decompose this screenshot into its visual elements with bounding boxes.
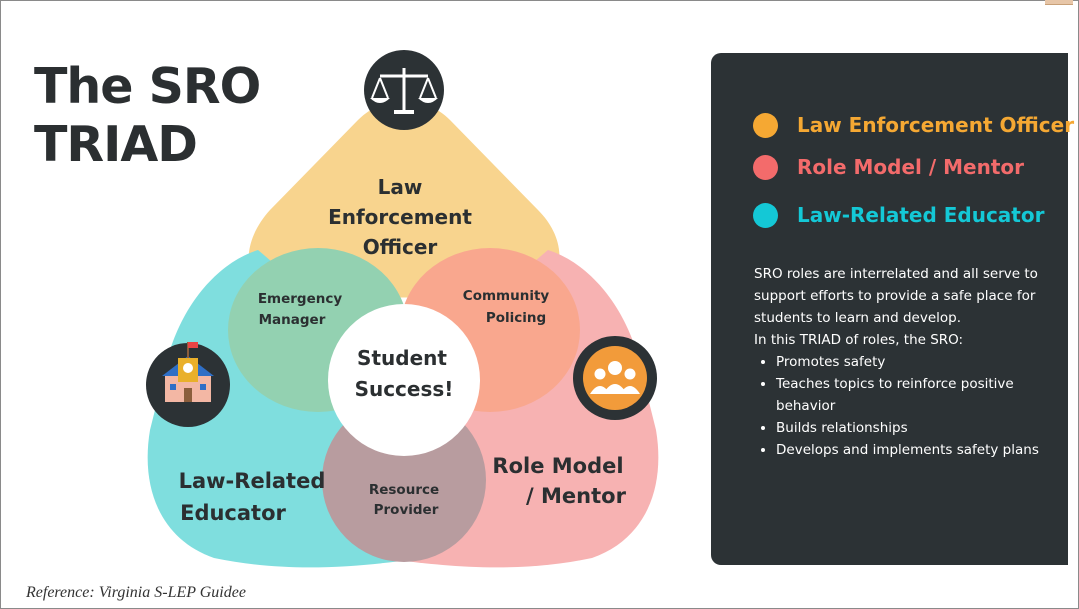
label-line: Law (378, 175, 423, 199)
center-student-success (328, 304, 480, 456)
description-lead: In this TRIAD of roles, the SRO: (754, 332, 964, 348)
label-line: Emergency (258, 291, 343, 307)
label-line: Community (463, 288, 550, 304)
label-line: / Mentor (526, 484, 627, 508)
bullet-item: Builds relationships (776, 417, 1054, 439)
label-line: Enforcement (328, 205, 472, 229)
petal-law-enforcement (248, 100, 560, 298)
label-line: Educator (180, 501, 286, 525)
label-law-enforcement-officer: Law Enforcement Officer (328, 175, 472, 259)
legend-label: Role Model / Mentor (797, 155, 1025, 179)
legend-dot (753, 155, 778, 180)
scales-of-justice-icon (364, 50, 444, 130)
label-community-policing: Community Policing (463, 288, 550, 326)
label-emergency-manager: Emergency Manager (258, 291, 343, 328)
page-title: The SRO TRIAD (34, 58, 261, 174)
bullet-item: Teaches topics to reinforce positive beh… (776, 373, 1054, 417)
label-line: Manager (259, 312, 326, 328)
bullet-item: Promotes safety (776, 351, 1054, 373)
label-role-model-mentor: Role Model / Mentor (492, 454, 626, 508)
label-line: Officer (363, 235, 438, 259)
label-line: Success! (355, 377, 454, 401)
school-building-icon (146, 342, 230, 427)
label-line: Provider (374, 502, 439, 518)
label-line: Student (357, 346, 447, 370)
corner-tab (1045, 0, 1073, 5)
legend-dot (753, 203, 778, 228)
legend-label: Law Enforcement Officer (797, 113, 1075, 137)
label-law-related-educator: Law-Related Educator (179, 469, 326, 525)
description: SRO roles are interrelated and all serve… (754, 263, 1054, 461)
label-student-success: Student Success! (355, 346, 454, 401)
label-line: Law-Related (179, 469, 326, 493)
label-line: Role Model (492, 454, 623, 478)
people-group-icon (573, 336, 657, 420)
bullet-item: Develops and implements safety plans (776, 439, 1054, 461)
label-line: Resource (369, 482, 439, 498)
description-intro: SRO roles are interrelated and all serve… (754, 266, 1038, 326)
legend-dot (753, 113, 778, 138)
title-line-1: The SRO (34, 58, 261, 115)
info-panel: Law Enforcement Officer Role Model / Men… (711, 53, 1074, 565)
label-resource-provider: Resource Provider (369, 482, 439, 518)
label-line: Policing (486, 310, 546, 326)
legend-label: Law-Related Educator (797, 203, 1045, 227)
description-bullets: Promotes safety Teaches topics to reinfo… (754, 351, 1054, 461)
reference-note: Reference: Virginia S-LEP Guidee (26, 584, 246, 601)
title-line-2: TRIAD (34, 116, 198, 173)
